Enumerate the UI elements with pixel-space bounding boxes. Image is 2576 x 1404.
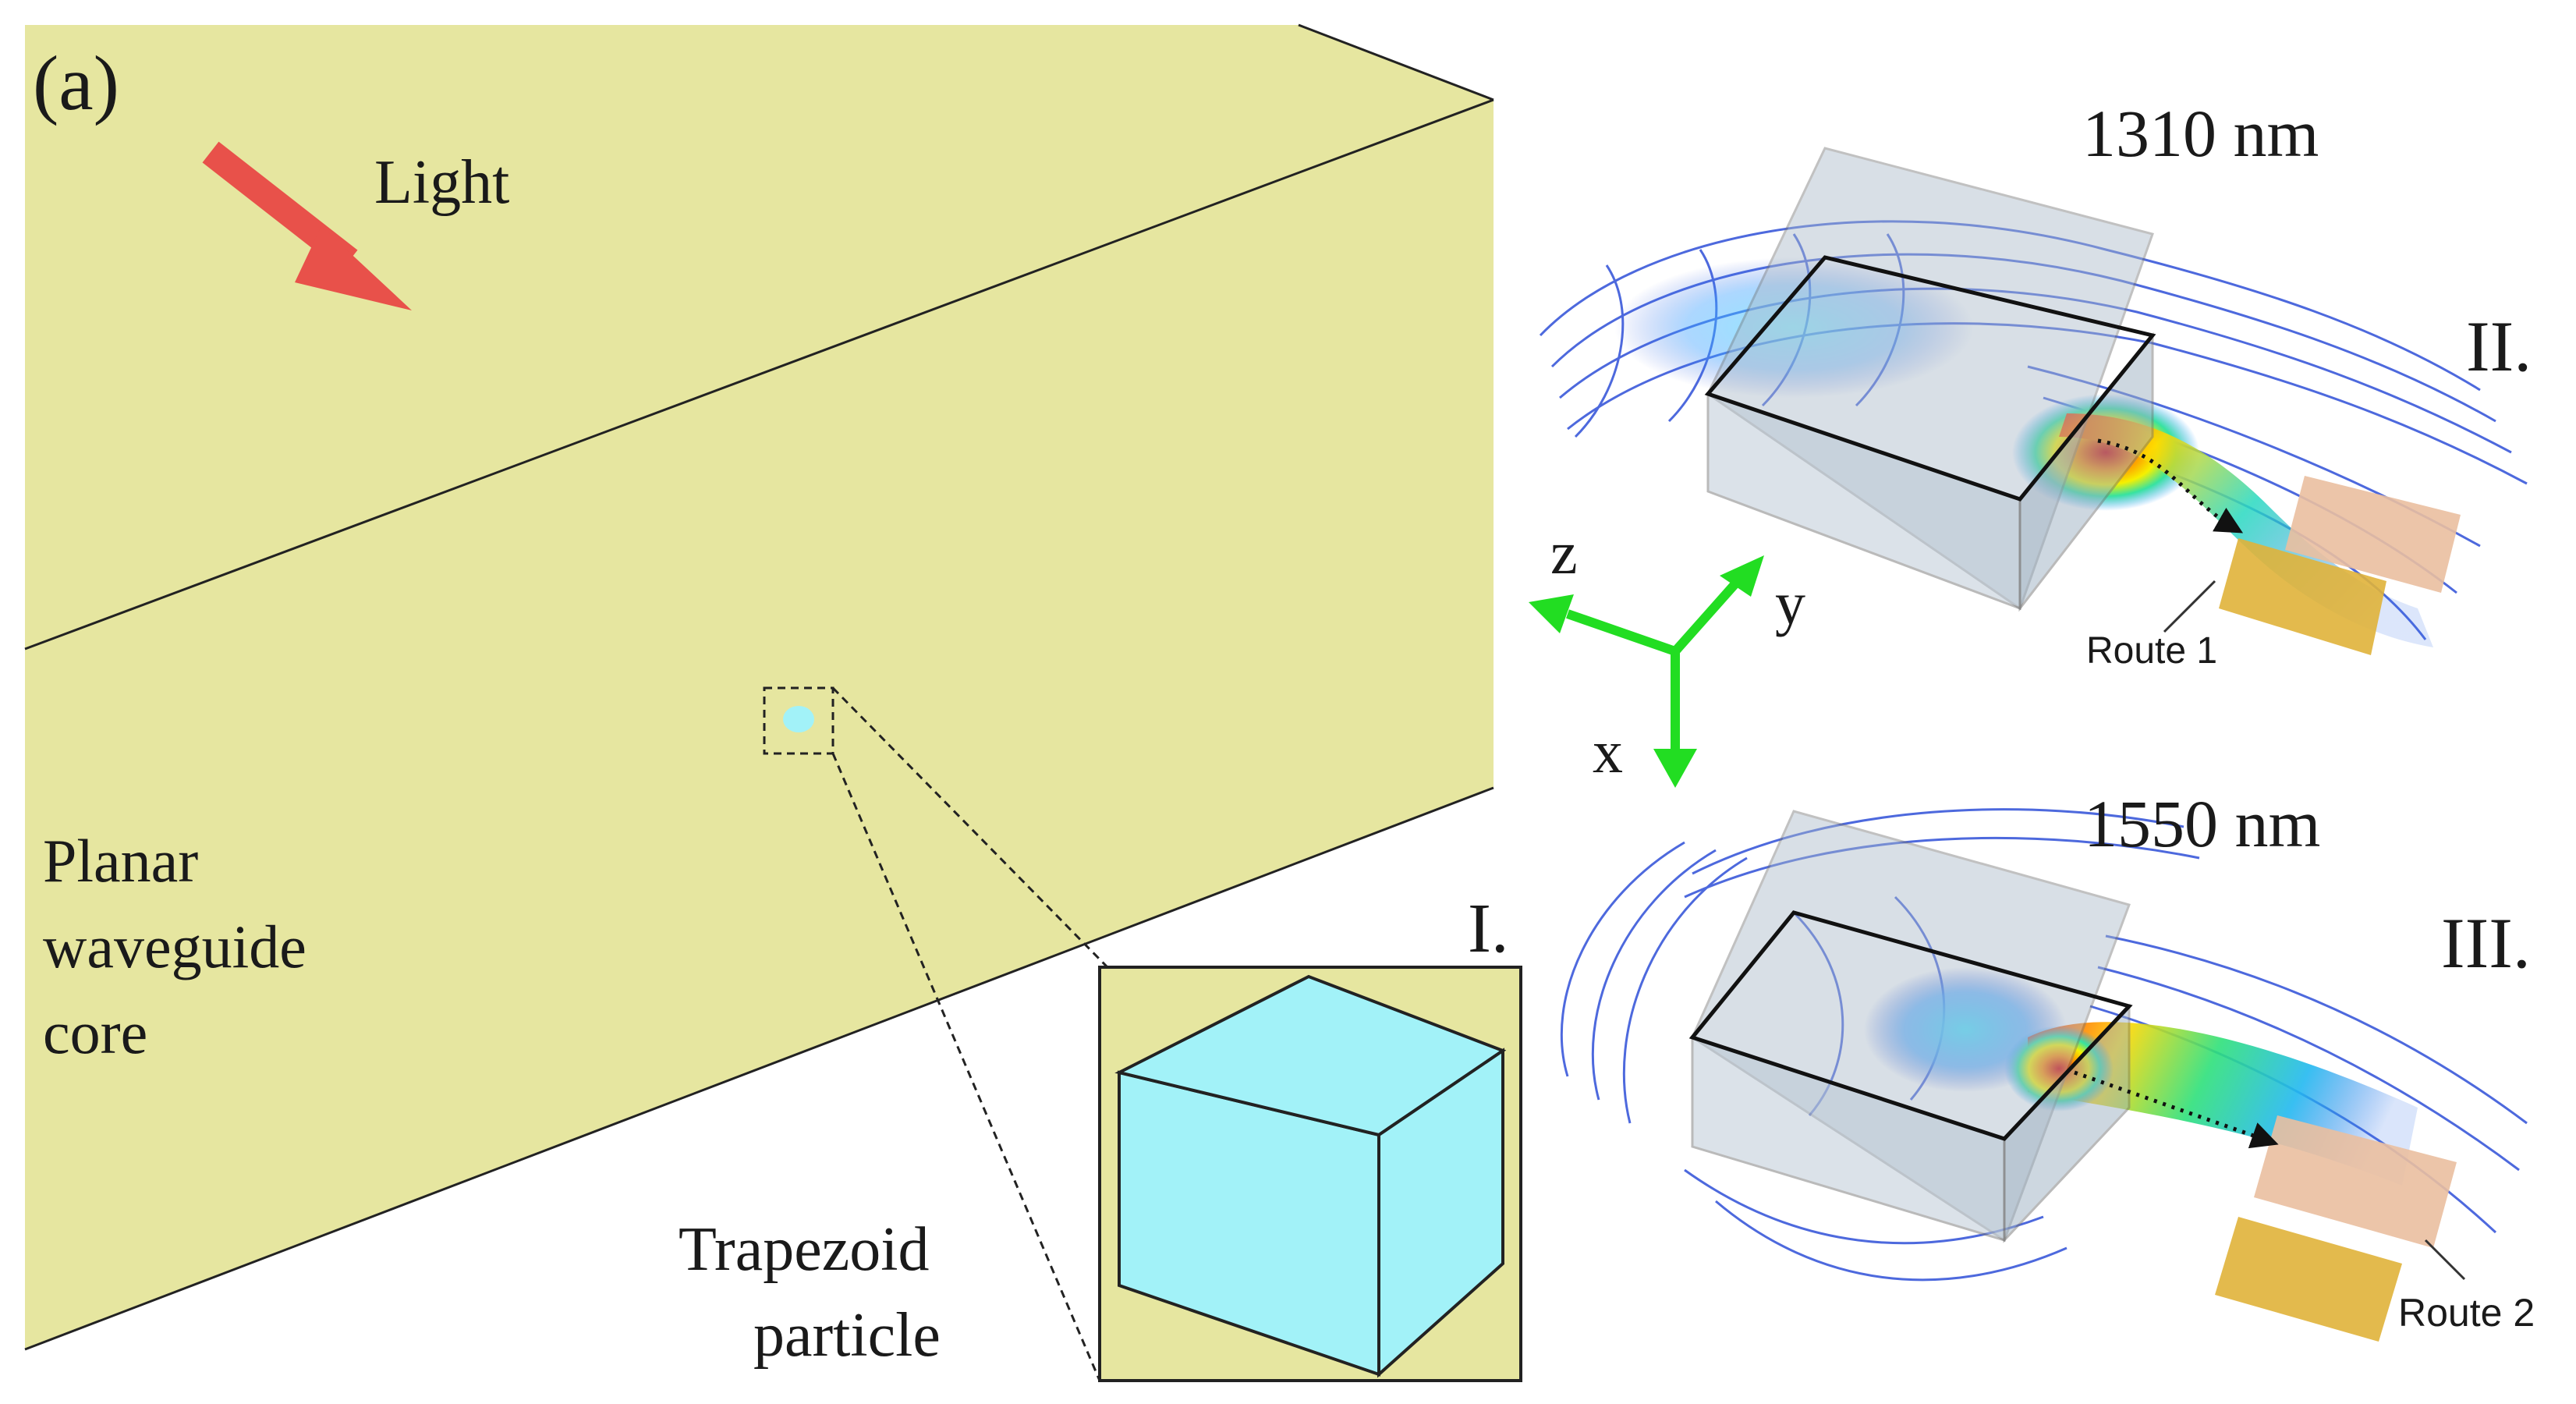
route-2-pad-bottom bbox=[2254, 1115, 2457, 1248]
planar-waveguide-core bbox=[25, 25, 1494, 1349]
particle-dot bbox=[783, 706, 814, 732]
route-1-pointer bbox=[2163, 580, 2216, 633]
inset-label: I. bbox=[1468, 890, 1508, 967]
route-1-pad-top bbox=[2219, 538, 2386, 655]
waveguide-panel: (a) Light Planar waveguide core I. Trape… bbox=[24, 23, 1522, 1382]
x-axis-label: x bbox=[1593, 718, 1623, 785]
cube-side-face bbox=[1377, 1048, 1504, 1378]
particle-box-bottom bbox=[1688, 810, 2133, 1243]
particle-label: Trapezoid particle bbox=[679, 1215, 941, 1370]
core-label-line-2: waveguide bbox=[43, 913, 306, 980]
core-label-line-3: core bbox=[43, 998, 147, 1066]
route-1-pad-bottom bbox=[2215, 1217, 2402, 1342]
route-1-label: Route 1 bbox=[2086, 630, 2217, 672]
y-axis-label: y bbox=[1775, 569, 1805, 637]
route-1-path bbox=[2097, 438, 2244, 534]
waveguide-core-label: Planar waveguide core bbox=[43, 827, 306, 1066]
waveguide-bottom-edge bbox=[24, 786, 1494, 1351]
route-2-pointer bbox=[2424, 1239, 2466, 1281]
particle-marker-box bbox=[763, 686, 834, 755]
wavelength-1550-label: 1550 nm bbox=[2084, 786, 2320, 861]
simulation-1550: Route 2 1550 nm III. bbox=[1560, 786, 2535, 1342]
light-arrow bbox=[202, 141, 412, 310]
route-2-pad-top bbox=[2285, 476, 2461, 593]
waveguide-edge-line bbox=[24, 98, 1494, 651]
field-blob-top bbox=[1614, 257, 1973, 398]
x-axis-arrowhead bbox=[1653, 749, 1697, 788]
route-2-label: Route 2 bbox=[2398, 1291, 2535, 1335]
waveguide-top-edge bbox=[1298, 23, 1494, 101]
z-axis-arrowhead bbox=[1529, 594, 1574, 633]
particle-label-line-1: Trapezoid bbox=[679, 1215, 929, 1284]
core-label-line-1: Planar bbox=[43, 827, 198, 895]
particle-inset bbox=[1098, 966, 1522, 1382]
roman-label-ii: II. bbox=[2466, 307, 2532, 386]
route-2-path bbox=[2074, 1070, 2279, 1149]
y-axis-arrowhead bbox=[1720, 555, 1764, 597]
simulation-1310: Route 1 1310 nm II. bbox=[1539, 96, 2532, 672]
panel-label: (a) bbox=[33, 40, 119, 126]
axes-indicator bbox=[1529, 555, 1764, 788]
particle-label-line-2: particle bbox=[753, 1301, 941, 1370]
zoom-line-2 bbox=[831, 753, 1101, 1381]
wavelength-1310-label: 1310 nm bbox=[2082, 96, 2319, 171]
particle-box-top bbox=[1704, 147, 2156, 612]
field-contours-bottom bbox=[1560, 808, 2528, 1282]
z-axis-label: z bbox=[1550, 519, 1578, 587]
light-label: Light bbox=[374, 148, 509, 217]
roman-label-iii: III. bbox=[2441, 903, 2531, 983]
